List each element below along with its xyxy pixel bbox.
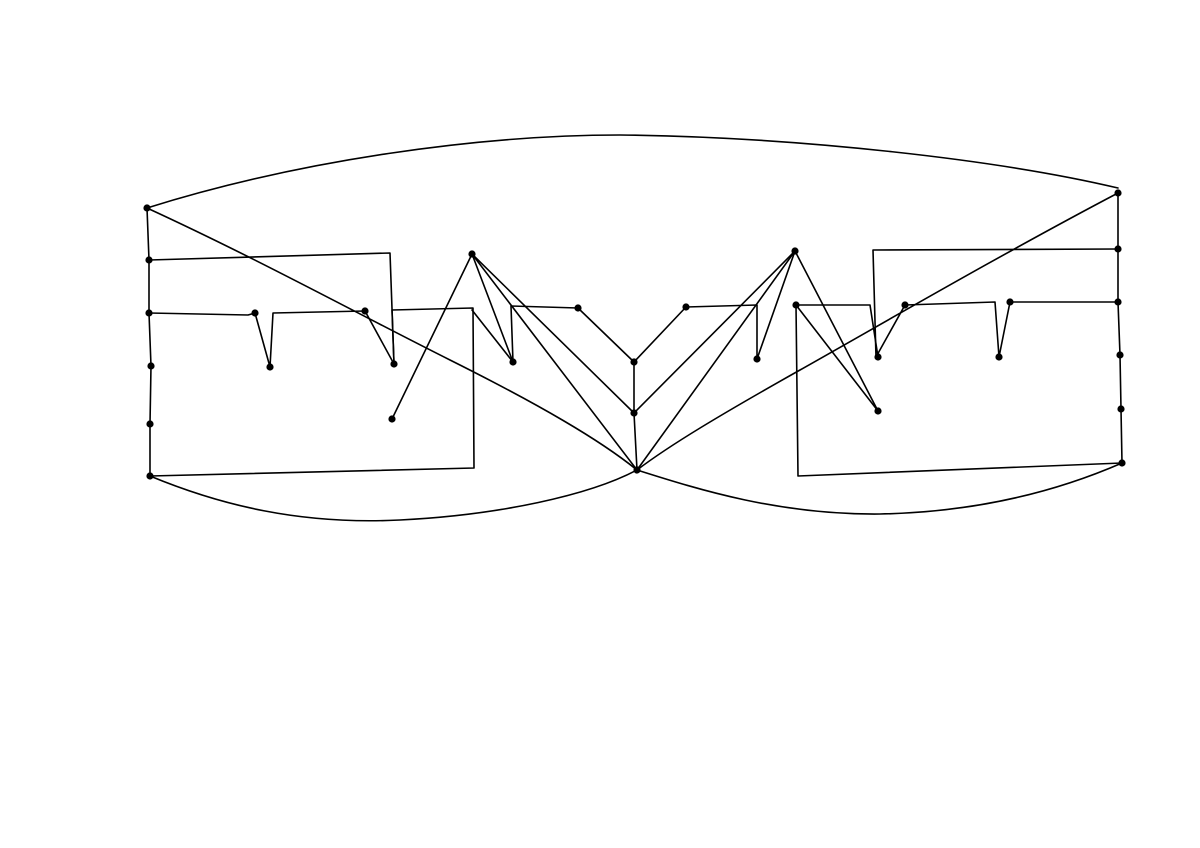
graph-node [1114,189,1122,197]
graph-node [874,407,882,415]
graph-node [1114,245,1122,253]
graph-node [146,472,154,480]
graph-node [1117,405,1125,413]
graph-node [630,409,638,417]
graph-node [633,466,641,474]
graph-node [1118,459,1126,467]
graph-node [574,304,582,312]
graph-node [468,250,476,258]
graph-node [146,420,154,428]
graph-edge [794,250,879,412]
graph-edge [795,304,879,412]
graph-edge [471,253,635,414]
graph-edge [471,309,514,363]
graph-edge [633,250,796,414]
graph-node [388,415,396,423]
graph-edge [510,250,796,363]
graph-edge [391,253,473,420]
graph-node [509,358,517,366]
graph-node [147,362,155,370]
graph-node [143,204,151,212]
graph-node [630,358,638,366]
graph-node [874,353,882,361]
graph-edge [146,207,152,477]
graph-node [1116,351,1124,359]
graph-edge [148,310,395,368]
graph-node [361,307,369,315]
graph-node [791,247,799,255]
graph-edge [146,207,638,471]
graph-node [1006,298,1014,306]
graph-node [682,303,690,311]
graph-node [390,360,398,368]
graph-edge [1117,192,1123,464]
graph-edge [471,253,638,471]
graph-node [145,256,153,264]
graph-node [792,301,800,309]
graph-edge [146,134,1119,209]
graph-edge [636,250,796,471]
graph-edge [149,469,638,522]
graph-edge [149,307,475,477]
graph-node [901,301,909,309]
graph-edge [636,192,1119,471]
graph-node [1114,298,1122,306]
graph-node [145,309,153,317]
graph-node [251,309,259,317]
graph-nodes [143,189,1126,480]
graph-edges [146,134,1123,522]
graph-edge [636,462,1123,515]
graph-node [753,355,761,363]
graph-edge [795,304,1123,477]
graph-edge [872,248,1119,358]
graph-node [266,363,274,371]
graph-node [995,353,1003,361]
graph-edge [471,253,514,363]
